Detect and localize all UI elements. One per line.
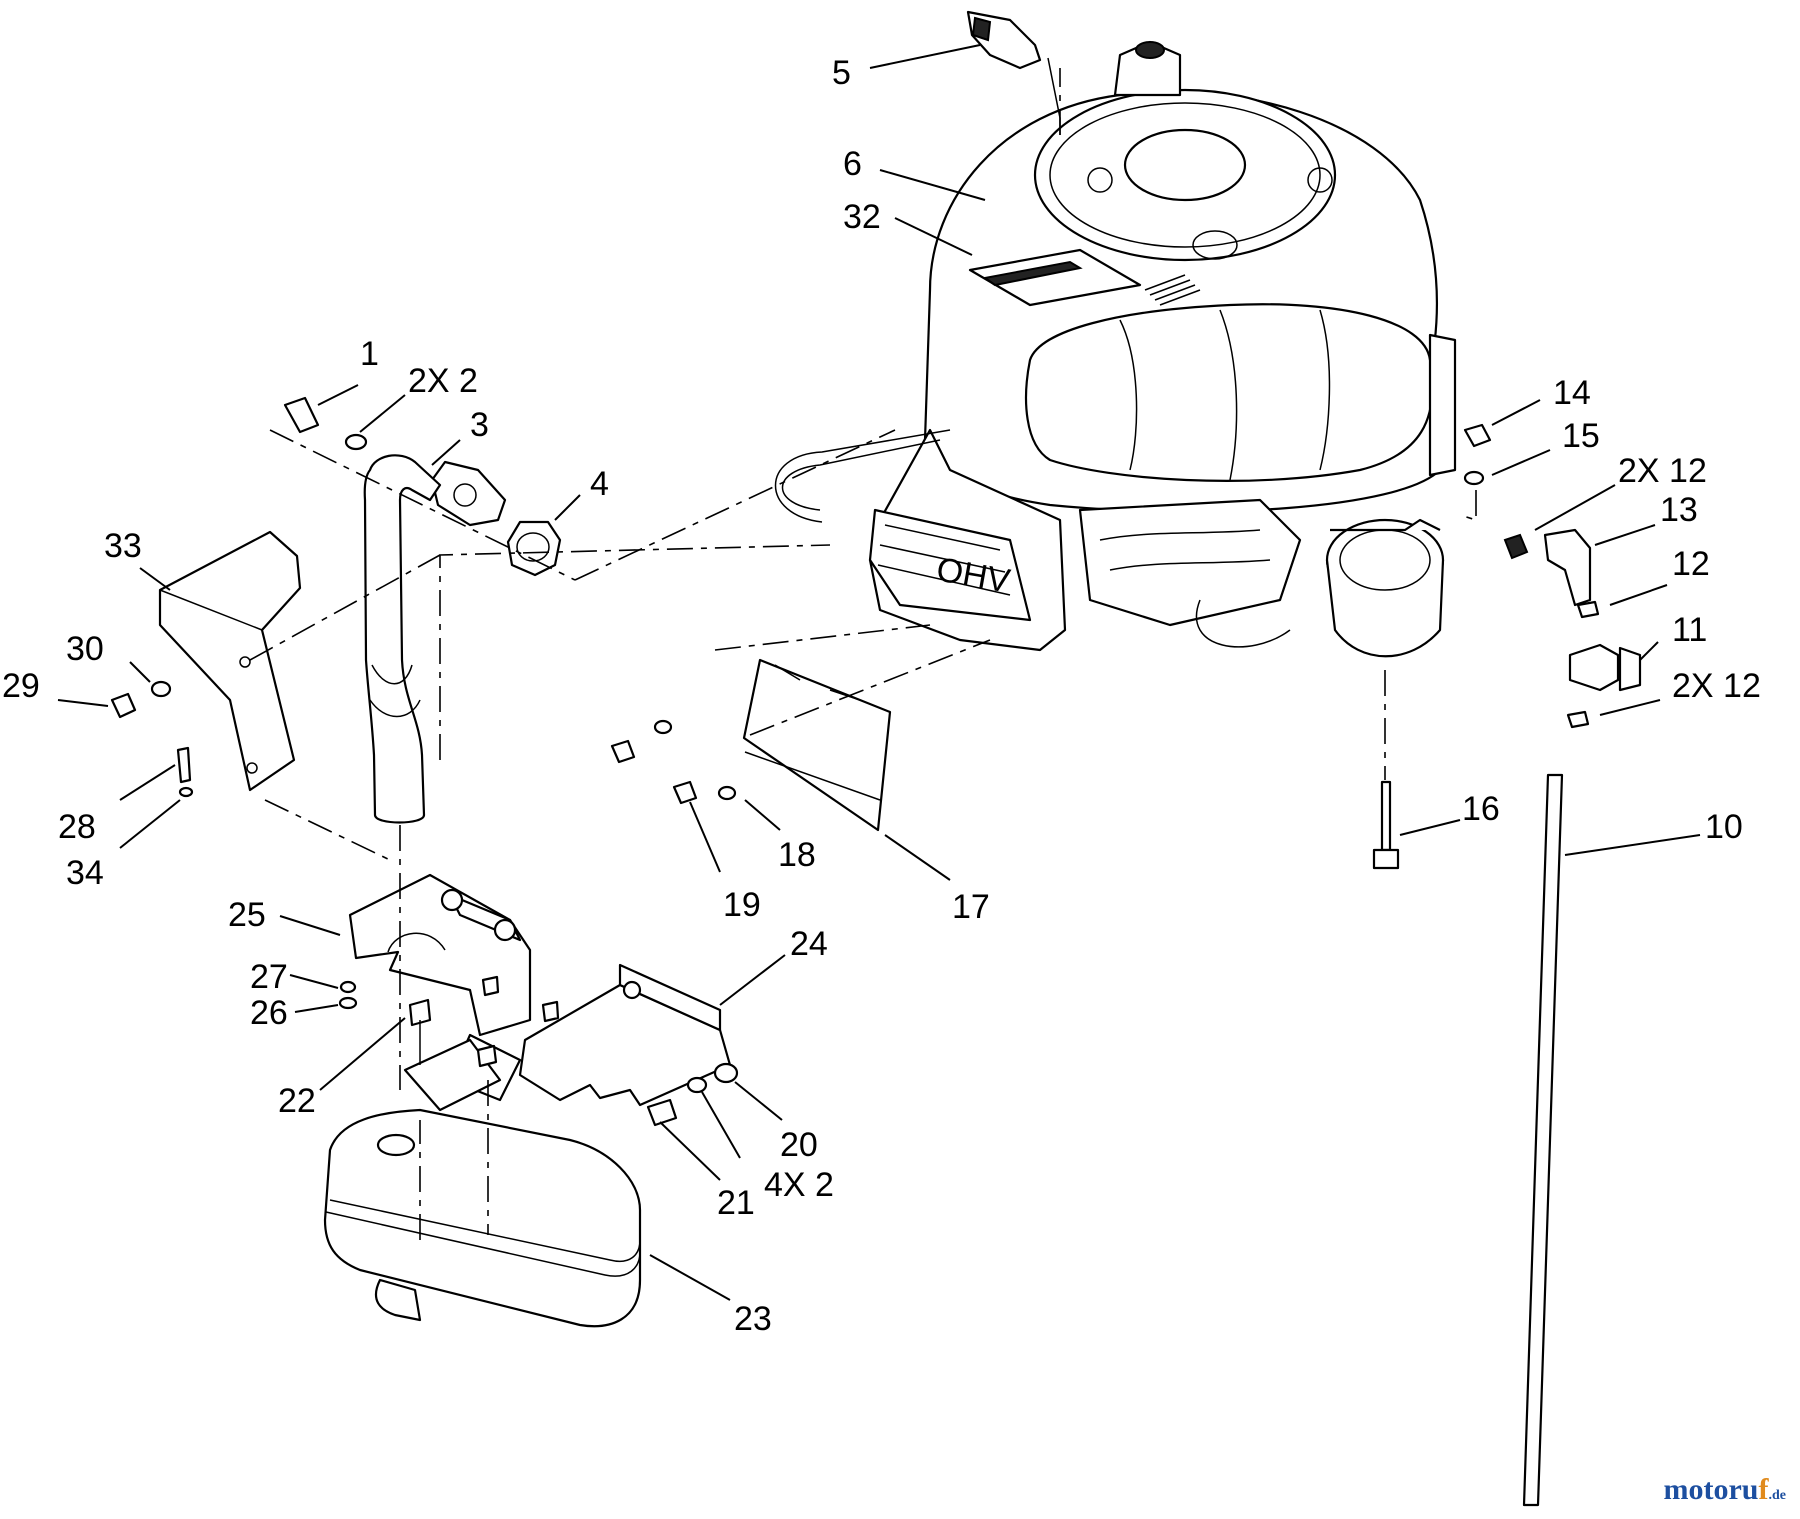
callout-10: 10 <box>1705 808 1743 846</box>
callout-12: 12 <box>1672 545 1710 583</box>
callout-24: 24 <box>790 925 828 963</box>
fuel-line-group <box>1503 528 1642 1507</box>
callout-29: 29 <box>2 667 40 705</box>
leader-lines <box>57 44 1701 1301</box>
callout-6: 6 <box>843 145 862 183</box>
callout-13: 13 <box>1660 491 1698 529</box>
callout-11: 11 <box>1672 611 1707 649</box>
muffler-brackets <box>338 873 739 1127</box>
callout-15: 15 <box>1562 417 1600 455</box>
callout-23: 23 <box>734 1300 772 1338</box>
watermark-logo: motoruf.de <box>1664 1473 1786 1507</box>
heat-shield-group <box>110 530 302 798</box>
watermark-suffix: .de <box>1768 1488 1787 1503</box>
alignment-lines <box>249 68 1477 1240</box>
parts-14-15 <box>1463 423 1492 486</box>
callout-3: 3 <box>470 406 489 444</box>
engine-assembly: OHV <box>774 40 1457 658</box>
callout-19: 19 <box>723 886 761 924</box>
callout-30: 30 <box>66 630 104 668</box>
callout-33: 33 <box>104 527 142 565</box>
watermark-accent: f <box>1758 1473 1769 1506</box>
callout-18: 18 <box>778 836 816 874</box>
exhaust-pipe-group <box>283 396 562 824</box>
callout-22: 22 <box>278 1082 316 1120</box>
deflector-group <box>610 658 892 832</box>
callout-32: 32 <box>843 198 881 236</box>
callout-20: 20 <box>780 1126 818 1164</box>
callout-labels: 1 2X 2 3 4 5 6 32 14 15 2X 12 13 12 11 2… <box>2 54 1761 1338</box>
callout-26: 26 <box>250 994 288 1032</box>
callout-21: 21 <box>717 1184 755 1222</box>
watermark-main: motoru <box>1663 1473 1759 1506</box>
callout-27: 27 <box>250 958 288 996</box>
callout-2x12-upper: 2X 12 <box>1618 452 1707 490</box>
callout-25: 25 <box>228 896 266 934</box>
part-16-bolt <box>1372 780 1400 870</box>
callout-28: 28 <box>58 808 96 846</box>
part-23-muffler <box>323 1108 642 1328</box>
callout-2x12-lower: 2X 12 <box>1672 667 1761 705</box>
callout-5: 5 <box>832 54 851 92</box>
callout-34: 34 <box>66 854 104 892</box>
callout-2x2-top: 2X 2 <box>408 362 478 400</box>
callout-4x2: 4X 2 <box>764 1166 834 1204</box>
callout-4: 4 <box>590 465 609 503</box>
callout-1: 1 <box>360 335 379 373</box>
callout-17: 17 <box>952 888 990 926</box>
callout-16: 16 <box>1462 790 1500 828</box>
callout-14: 14 <box>1553 374 1591 412</box>
